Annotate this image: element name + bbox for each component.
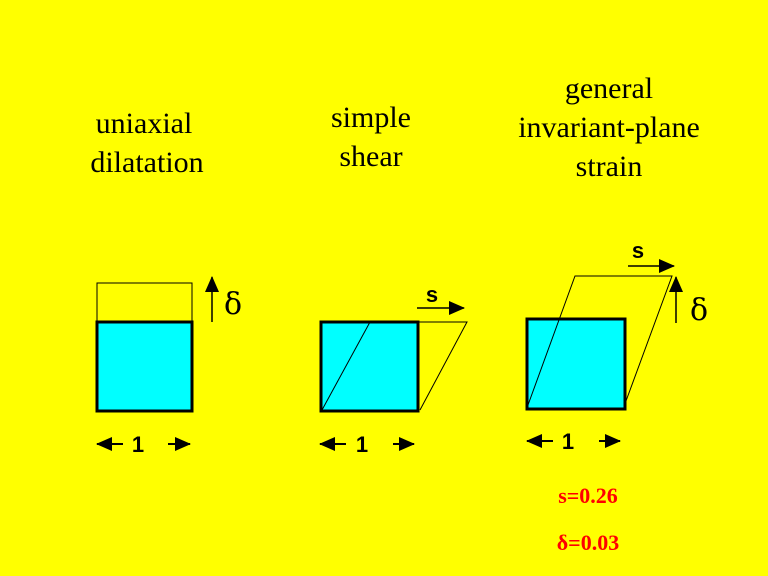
- width-label: 1: [132, 432, 144, 457]
- panel3-title-line3: strain: [576, 150, 643, 183]
- width-label: 1: [562, 429, 574, 454]
- panel1-title-line2: dilatation: [90, 146, 203, 179]
- panel2-title-line1: simple: [331, 101, 411, 134]
- delta-label: δ: [690, 293, 708, 328]
- delta-label: δ: [224, 287, 242, 322]
- panel3-title-line2: invariant-plane: [518, 111, 700, 144]
- s-value: s=0.26: [558, 483, 618, 508]
- unit-square: [525, 317, 627, 411]
- ips-outline: [527, 275, 673, 406]
- shear-label: s: [632, 238, 644, 263]
- unit-square: [95, 320, 194, 413]
- shear-label: s: [426, 282, 438, 307]
- delta-value: δ=0.03: [557, 530, 619, 555]
- width-label: 1: [356, 432, 368, 457]
- dilated-outline: [96, 282, 193, 322]
- panel2-title-line2: shear: [339, 140, 402, 173]
- unit-square: [319, 320, 420, 413]
- panel1-title-line1: uniaxial: [96, 107, 193, 140]
- sheared-outline: [321, 321, 468, 411]
- panel3-title-line1: general: [565, 72, 653, 105]
